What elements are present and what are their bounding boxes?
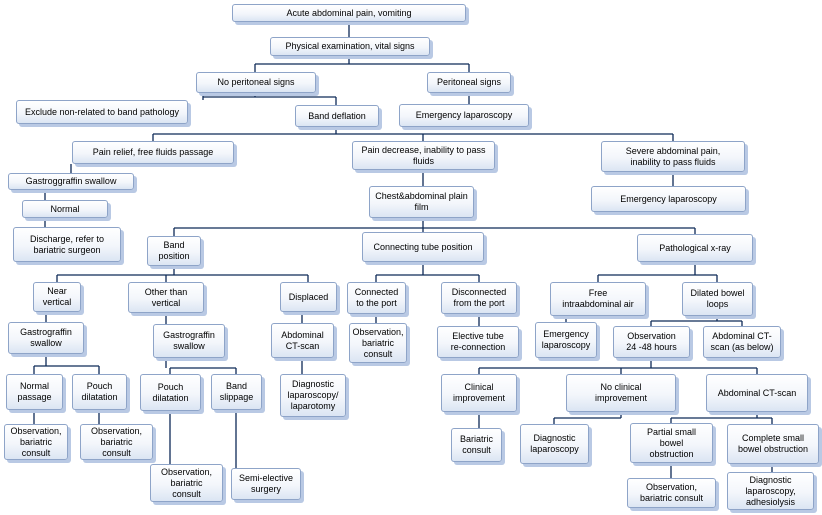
node-band-position: Band position — [147, 236, 201, 266]
node-pouch-dilatation-1: Pouch dilatation — [72, 374, 127, 410]
node-other-than-vertical: Other than vertical — [128, 282, 204, 313]
node-emergency-laparoscopy-2: Emergency laparoscopy — [591, 186, 746, 212]
node-diagnostic-laparoscopy-adhesiolysis: Diagnostic laparoscopy, adhesiolysis — [727, 472, 814, 510]
node-gastrograffin-swallow-2: Gastrograffin swallow — [8, 322, 84, 354]
node-observation-bariatric-consult-3: Observation, bariatric consult — [80, 424, 153, 460]
node-no-peritoneal-signs: No peritoneal signs — [196, 72, 316, 93]
node-observation-bariatric-consult-1: Observation, bariatric consult — [349, 323, 407, 363]
node-acute-abdominal-pain: Acute abdominal pain, vomiting — [232, 4, 466, 22]
node-bariatric-consult: Bariatric consult — [451, 428, 502, 462]
node-disconnected-from-port: Disconnected from the port — [441, 282, 517, 314]
node-physical-examination: Physical examination, vital signs — [270, 37, 430, 56]
node-observation-bariatric-consult-5: Observation, bariatric consult — [627, 478, 716, 508]
node-normal-passage: Normal passage — [6, 374, 63, 410]
node-gastrograffin-swallow-3: Gastrograffin swallow — [153, 324, 225, 358]
node-connected-to-port: Connected to the port — [347, 282, 406, 314]
node-no-clinical-improvement: No clinical improvement — [566, 374, 676, 412]
node-near-vertical: Near vertical — [33, 282, 81, 312]
node-pain-relief: Pain relief, free fluids passage — [72, 141, 234, 164]
node-chest-abdominal-film: Chest&abdominal plain film — [369, 186, 474, 218]
node-observation-24-48-hours: Observation 24 -48 hours — [613, 326, 690, 358]
node-discharge: Discharge, refer to bariatric surgeon — [13, 227, 121, 262]
node-abdominal-ct-scan-2: Abdominal CT- scan (as below) — [703, 326, 781, 358]
node-pain-decrease: Pain decrease, inability to pass fluids — [352, 141, 495, 170]
node-dilated-bowel-loops: Dilated bowel loops — [682, 282, 753, 316]
node-elective-tube-reconnection: Elective tube re-connection — [437, 326, 519, 358]
node-clinical-improvement: Clinical improvement — [441, 374, 517, 412]
node-band-deflation: Band deflation — [295, 105, 379, 127]
node-semi-elective-surgery: Semi-elective surgery — [231, 468, 301, 500]
node-gastroggraffin-swallow-1: Gastroggraffin swallow — [8, 173, 134, 190]
node-band-slippage: Band slippage — [211, 374, 262, 410]
node-severe-abdominal-pain: Severe abdominal pain, inability to pass… — [601, 141, 745, 172]
node-diagnostic-laparoscopy-2: Diagnostic laparoscopy — [520, 424, 589, 464]
node-emergency-laparoscopy-1: Emergency laparoscopy — [399, 104, 529, 127]
node-pathological-x-ray: Pathological x-ray — [637, 234, 753, 262]
node-observation-bariatric-consult-2: Observation, bariatric consult — [4, 424, 68, 460]
node-diagnostic-laparoscopy-laparotomy: Diagnostic laparoscopy/ laparotomy — [280, 374, 346, 417]
node-abdominal-ct-scan-1: Abdominal CT-scan — [271, 323, 334, 358]
node-pouch-dilatation-2: Pouch dilatation — [140, 374, 201, 411]
node-partial-small-bowel-obstruction: Partial small bowel obstruction — [630, 423, 713, 463]
node-displaced: Displaced — [280, 282, 337, 312]
node-free-intraabdominal-air: Free intraabdominal air — [550, 282, 646, 316]
node-exclude-non-related: Exclude non-related to band pathology — [16, 100, 188, 124]
node-normal-1: Normal — [22, 200, 108, 218]
node-observation-bariatric-consult-4: Observation, bariatric consult — [150, 464, 223, 502]
node-emergency-laparoscopy-3: Emergency laparoscopy — [535, 322, 597, 358]
node-complete-small-bowel-obstruction: Complete small bowel obstruction — [727, 424, 819, 464]
node-peritoneal-signs: Peritoneal signs — [427, 72, 511, 93]
node-connecting-tube-position: Connecting tube position — [362, 232, 484, 262]
node-abdominal-ct-scan-3: Abdominal CT-scan — [706, 374, 808, 412]
